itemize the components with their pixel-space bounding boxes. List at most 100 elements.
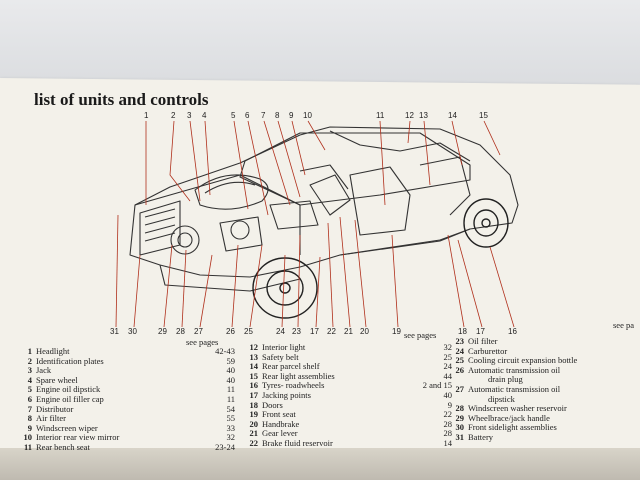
legend-number: 12 [249,342,259,352]
legend-pages: 9 [447,399,452,410]
legend-number: 26 [455,364,465,375]
legend-number: 10 [23,432,33,443]
legend-label: Front seat [262,409,296,420]
callout-number: 2 [171,111,176,120]
legend-pages: 54 [226,403,236,414]
callout-number: 1 [144,111,149,120]
legend-number: 28 [455,403,465,414]
callout-number: 30 [128,327,137,335]
see-pages-heading-cropped: see pa [613,320,635,330]
legend-number: 19 [249,409,259,420]
legend-label: Gear lever [262,428,298,439]
legend-number: 6 [27,393,32,404]
legend-pages: 23-24 [215,441,235,452]
legend-number: 31 [455,431,465,442]
callout-number: 4 [202,111,207,120]
legend-label: Tyres- roadwheels [262,380,325,391]
callout-number: 27 [194,327,203,335]
legend-number: 1 [27,346,32,356]
legend-number: 17 [249,389,259,400]
legend-number: 29 [455,412,465,423]
legend-number: 4 [27,374,32,385]
legend-label: Cooling circuit expansion bottle [468,355,578,366]
legend-label: Wheelbrace/jack handle [468,412,550,423]
callout-number: 17 [476,327,485,335]
page-title: list of units and controls [34,90,209,109]
callout-number: 28 [176,327,185,335]
page-edge [0,448,640,480]
legend-label: Safety belt [262,351,299,362]
legend-label: Handbrake [262,418,300,429]
legend-pages: 2 and 15 [422,380,452,391]
background-surface [0,0,640,90]
legend-number: 14 [249,361,259,372]
legend-number: 27 [455,383,465,394]
legend-label: drain plug [488,374,523,385]
legend-pages: 44 [443,370,453,381]
legend-pages: 14 [443,437,453,448]
legend-number: 30 [455,422,465,433]
legend-pages: 24 [443,361,453,372]
legend-pages: 22 [443,409,453,420]
legend-number: 20 [249,418,259,429]
legend-label: Spare wheel [36,374,78,385]
legend-number: 7 [27,403,32,414]
legend-number: 11 [23,441,32,452]
callout-number: 26 [226,327,235,335]
callout-number: 8 [275,111,280,120]
legend-pages: 32 [226,432,236,443]
callout-number: 24 [276,327,285,335]
legend-label: Automatic transmission oil [468,383,561,394]
callout-number: 31 [110,327,119,335]
legend-label: Brake fluid reservoir [262,437,333,448]
legend-number: 9 [27,422,32,433]
legend-label: Oil filter [468,336,498,346]
legend-label: Rear parcel shelf [262,361,320,372]
callout-number: 13 [419,111,428,120]
legend-number: 8 [27,413,32,424]
see-pages-heading: see pages [404,330,437,340]
legend-number: 21 [249,428,259,439]
legend-label: dipstick [488,393,515,404]
legend-pages: 28 [443,418,453,429]
legend-number: 2 [27,355,32,366]
callout-number: 16 [508,327,517,335]
legend-label: Carburettor [468,345,508,356]
car-cutaway-diagram: 1 2 3 4 5 6 7 8 9 10 11 12 13 14 15 31 3… [110,111,519,335]
callout-number: 20 [360,327,369,335]
legend-label: Doors [262,399,283,410]
legend-number: 23 [455,336,465,346]
legend-label: Front sidelight assemblies [468,422,557,433]
callout-number: 9 [289,111,294,120]
callout-number: 3 [187,111,192,120]
legend-number: 24 [455,345,465,356]
callout-number: 5 [231,111,236,120]
legend-pages: 42-43 [215,346,235,356]
legend-label: Identification plates [36,355,104,366]
